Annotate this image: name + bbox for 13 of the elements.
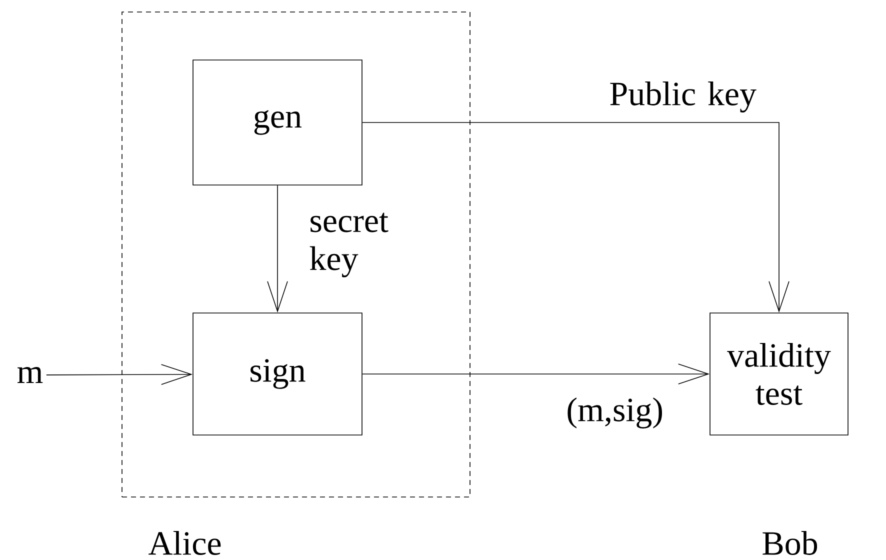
process-box: gen	[192, 60, 362, 186]
process-box: sign	[192, 312, 362, 436]
arrow	[362, 364, 710, 384]
arrow	[267, 185, 288, 313]
arrow	[46, 364, 193, 385]
party-label: Bob	[762, 531, 818, 555]
process-box: validity test	[710, 312, 848, 436]
arrow	[362, 122, 790, 313]
edge-label: (m,sig)	[568, 398, 662, 428]
group-label: Alice	[148, 531, 221, 555]
edge-label: secret key	[310, 212, 388, 278]
edge-label: Public key	[610, 82, 756, 112]
input-label: m	[18, 366, 43, 383]
